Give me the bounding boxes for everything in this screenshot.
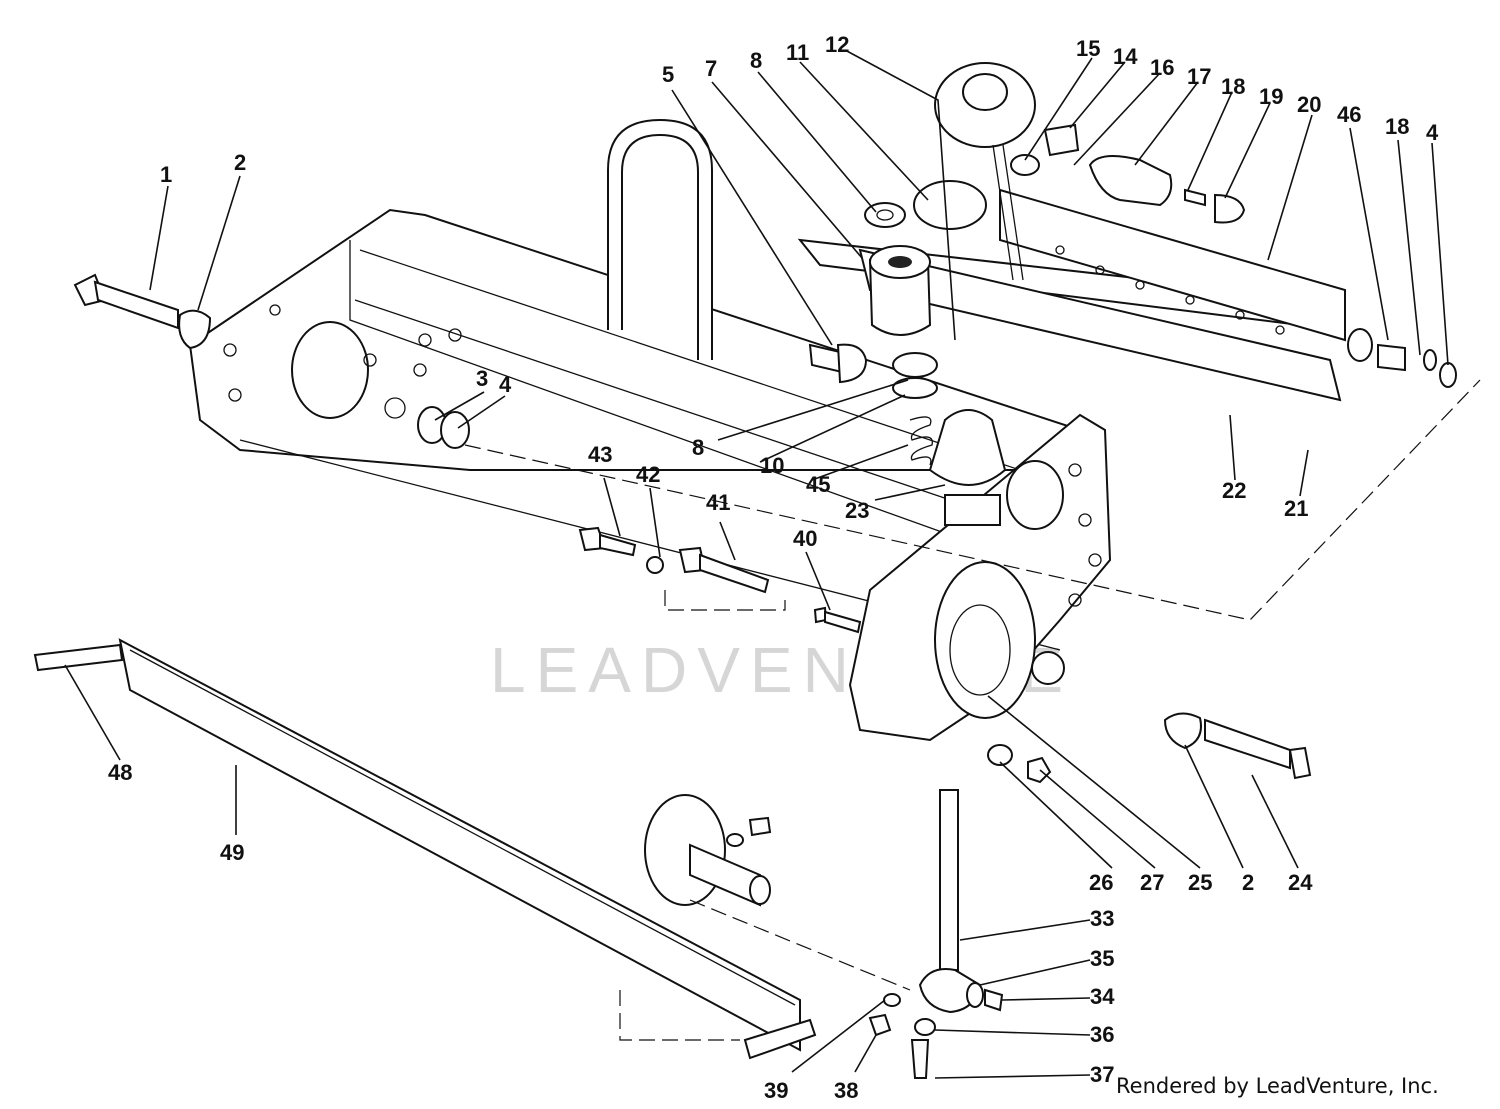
part-label-33: 33 (1090, 906, 1114, 931)
adjuster-arm-parts (1010, 123, 1246, 224)
part-label-41: 41 (706, 490, 730, 515)
part-label-48: 48 (108, 760, 132, 785)
roller-tube (354, 249, 1021, 521)
part-label-18-right: 18 (1385, 114, 1409, 139)
washers-left (417, 406, 470, 449)
bolt-5 (808, 343, 868, 384)
part-label-16: 16 (1150, 55, 1174, 80)
right-end-parts (1377, 343, 1457, 388)
bushing (868, 245, 932, 336)
part-label-2-left: 2 (234, 150, 246, 175)
part-label-19: 19 (1259, 84, 1283, 109)
adjuster-knob (934, 62, 1036, 281)
part-label-45: 45 (806, 472, 830, 497)
part-label-24: 24 (1288, 870, 1313, 895)
left-adjust-bolt (73, 273, 212, 350)
part-label-22: 22 (1222, 478, 1246, 503)
part-label-40: 40 (793, 526, 817, 551)
part-label-11: 11 (786, 40, 809, 65)
part-labels: 1 2 3 4 5 7 8 11 12 15 14 16 17 18 19 20… (108, 32, 1439, 1103)
handle-bracket (607, 118, 713, 360)
front-roller (33, 638, 817, 1060)
part-label-10: 10 (760, 453, 784, 478)
part-label-23: 23 (845, 498, 869, 523)
part-label-36: 36 (1090, 1022, 1114, 1047)
part-label-1: 1 (160, 162, 172, 187)
credit-text: Rendered by LeadVenture, Inc. (1116, 1074, 1439, 1098)
nut-washer-26-27 (987, 744, 1052, 784)
part-label-7: 7 (705, 56, 717, 81)
bedknife-assembly (797, 188, 1373, 402)
part-label-8-mid: 8 (692, 435, 704, 460)
part-label-4-left: 4 (499, 372, 512, 397)
leader-lines (64, 49, 1449, 1079)
part-label-46: 46 (1337, 102, 1361, 127)
part-label-34: 34 (1090, 984, 1115, 1009)
part-label-12: 12 (825, 32, 849, 57)
part-label-49: 49 (220, 840, 244, 865)
part-label-15: 15 (1076, 36, 1100, 61)
part-label-27: 27 (1140, 870, 1164, 895)
part-label-3: 3 (476, 366, 488, 391)
part-label-5: 5 (662, 62, 674, 87)
adjust-rod (868, 789, 1004, 1079)
part-label-8-top: 8 (750, 48, 762, 73)
washers (864, 180, 987, 399)
right-adjust-bolt (1163, 712, 1312, 780)
part-label-17: 17 (1187, 64, 1211, 89)
part-label-21: 21 (1284, 496, 1308, 521)
part-label-25: 25 (1188, 870, 1212, 895)
frame-left-plate (188, 208, 1081, 651)
part-label-37: 37 (1090, 1062, 1114, 1087)
part-label-42: 42 (636, 462, 660, 487)
part-label-18-top: 18 (1221, 74, 1245, 99)
frame-right-plate (848, 413, 1112, 742)
part-label-43: 43 (588, 442, 612, 467)
roller-end-wheel (644, 794, 772, 907)
part-label-14: 14 (1113, 44, 1138, 69)
part-label-38: 38 (834, 1078, 858, 1103)
middle-bolts (578, 526, 862, 634)
reference-lines (464, 379, 1481, 1041)
part-label-39: 39 (764, 1078, 788, 1103)
spring-and-knob (909, 409, 1007, 526)
part-label-4-right: 4 (1426, 120, 1439, 145)
part-label-35: 35 (1090, 946, 1114, 971)
part-label-20: 20 (1297, 92, 1321, 117)
part-label-2-right: 2 (1242, 870, 1254, 895)
part-label-26: 26 (1089, 870, 1113, 895)
